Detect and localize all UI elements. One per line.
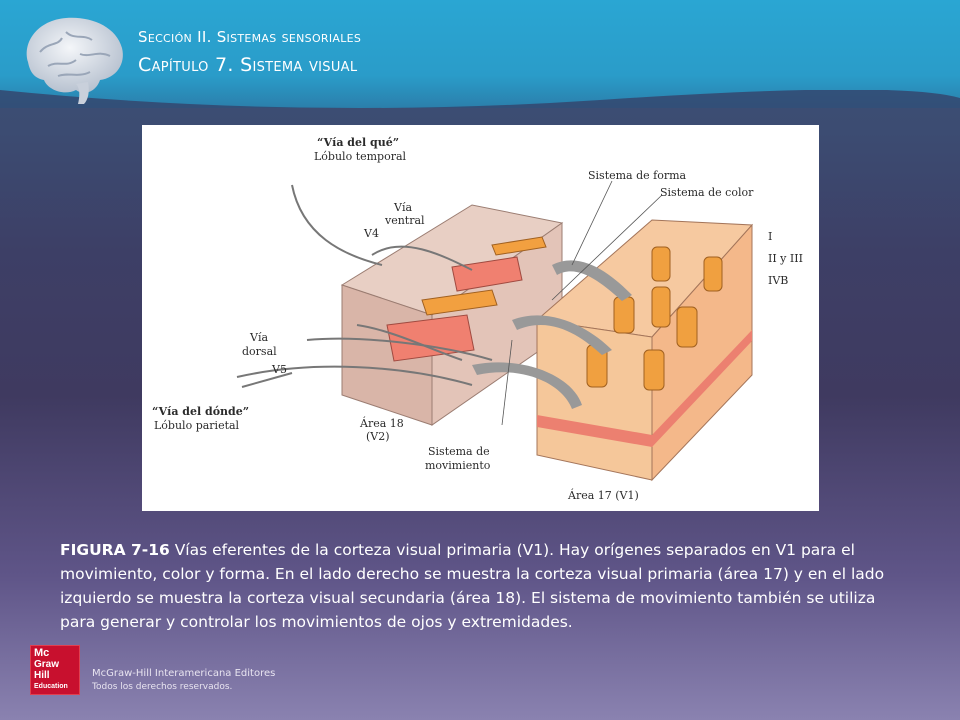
- figure-illustration: “Vía del qué” Lóbulo temporal Vía ventra…: [142, 125, 819, 511]
- logo-line-1: Mc: [34, 647, 50, 659]
- label-v4: V4: [363, 227, 379, 240]
- slide-header: [0, 0, 960, 108]
- label-layer-ivb: IVB: [768, 274, 788, 287]
- caption-text: Vías eferentes de la corteza visual prim…: [60, 541, 885, 631]
- header-wave: [0, 90, 960, 108]
- rights-notice: Todos los derechos reservados.: [92, 682, 233, 692]
- logo-line-2: Graw: [34, 659, 60, 670]
- label-dorsal-1: Vía: [249, 331, 268, 344]
- label-area18-1: Área 18: [359, 416, 404, 430]
- chapter-title: Capítulo 7. Sistema visual: [138, 54, 358, 76]
- visual-pathways-diagram: “Vía del qué” Lóbulo temporal Vía ventra…: [152, 136, 803, 502]
- label-ventral-1: Vía: [393, 201, 412, 214]
- figure-caption: FIGURA 7-16 Vías eferentes de la corteza…: [60, 538, 910, 634]
- label-parietal-lobe: Lóbulo parietal: [154, 419, 240, 432]
- label-dorsal-2: dorsal: [242, 345, 277, 358]
- logo-line-3: Hill: [34, 670, 50, 681]
- brain-icon: [26, 17, 123, 104]
- label-ventral-2: ventral: [384, 214, 425, 227]
- label-movement-1: Sistema de: [428, 445, 490, 458]
- publisher-name: McGraw-Hill Interamericana Editores: [92, 668, 276, 679]
- publisher-logo: Mc Graw Hill Education: [30, 645, 80, 695]
- logo-line-4: Education: [34, 683, 68, 690]
- label-v5: V5: [271, 363, 287, 376]
- label-movement-2: movimiento: [425, 459, 491, 472]
- label-layer-ii-iii: II y III: [768, 252, 803, 265]
- section-title: Sección II. Sistemas sensoriales: [138, 28, 362, 46]
- label-color-system: Sistema de color: [660, 186, 754, 199]
- label-where-pathway: “Vía del dónde”: [152, 405, 249, 418]
- label-what-pathway: “Vía del qué”: [317, 136, 399, 149]
- figure-number: FIGURA 7-16: [60, 541, 170, 559]
- label-area17: Área 17 (V1): [567, 488, 639, 502]
- label-layer-i: I: [768, 230, 772, 243]
- label-area18-2: (V2): [366, 430, 390, 443]
- label-temporal-lobe: Lóbulo temporal: [314, 150, 407, 163]
- label-form-system: Sistema de forma: [588, 169, 687, 182]
